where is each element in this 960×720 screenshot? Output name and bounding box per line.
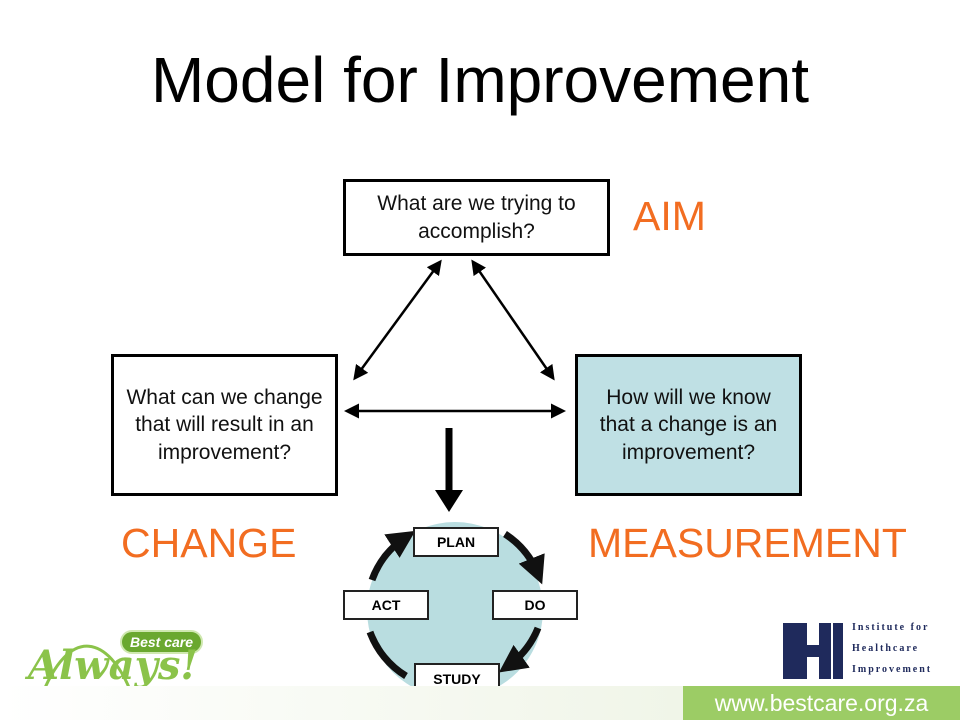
footer-strip <box>0 686 683 720</box>
pdsa-plan-box: PLAN <box>413 527 499 557</box>
cycle-arrow-do-study <box>498 626 542 673</box>
ihi-line-1: Institute for <box>852 622 930 633</box>
bestcare-logo: Best care Always! <box>28 630 218 690</box>
pdsa-act-box: ACT <box>343 590 429 620</box>
aim-label: AIM <box>633 193 706 239</box>
ihi-line-3: Improvement <box>852 664 933 675</box>
slide-title: Model for Improvement <box>150 44 810 116</box>
cycle-arrow-plan-do <box>503 531 545 585</box>
ihi-line-2: Healthcare <box>852 643 920 654</box>
cycle-arrow-act-plan <box>368 530 416 582</box>
change-question-box: What can we change that will result in a… <box>111 354 338 496</box>
aim-question-box: What are we trying to accomplish? <box>343 179 610 256</box>
change-label: CHANGE <box>121 520 297 566</box>
arrow-aim-measure <box>471 259 555 381</box>
ihi-logo-mark <box>783 623 843 679</box>
pdsa-do-box: DO <box>492 590 578 620</box>
measure-question-box: How will we know that a change is an imp… <box>575 354 802 496</box>
arrow-aim-change <box>353 259 442 381</box>
footer-url[interactable]: www.bestcare.org.za <box>683 686 960 720</box>
cycle-arrow-study-act <box>366 630 408 679</box>
measurement-label: MEASUREMENT <box>588 520 907 566</box>
bestcare-swoosh-icon <box>38 644 132 701</box>
arrow-down-head <box>435 490 463 512</box>
bestcare-badge: Best care <box>120 630 204 654</box>
bestcare-script: Always! <box>28 642 198 689</box>
